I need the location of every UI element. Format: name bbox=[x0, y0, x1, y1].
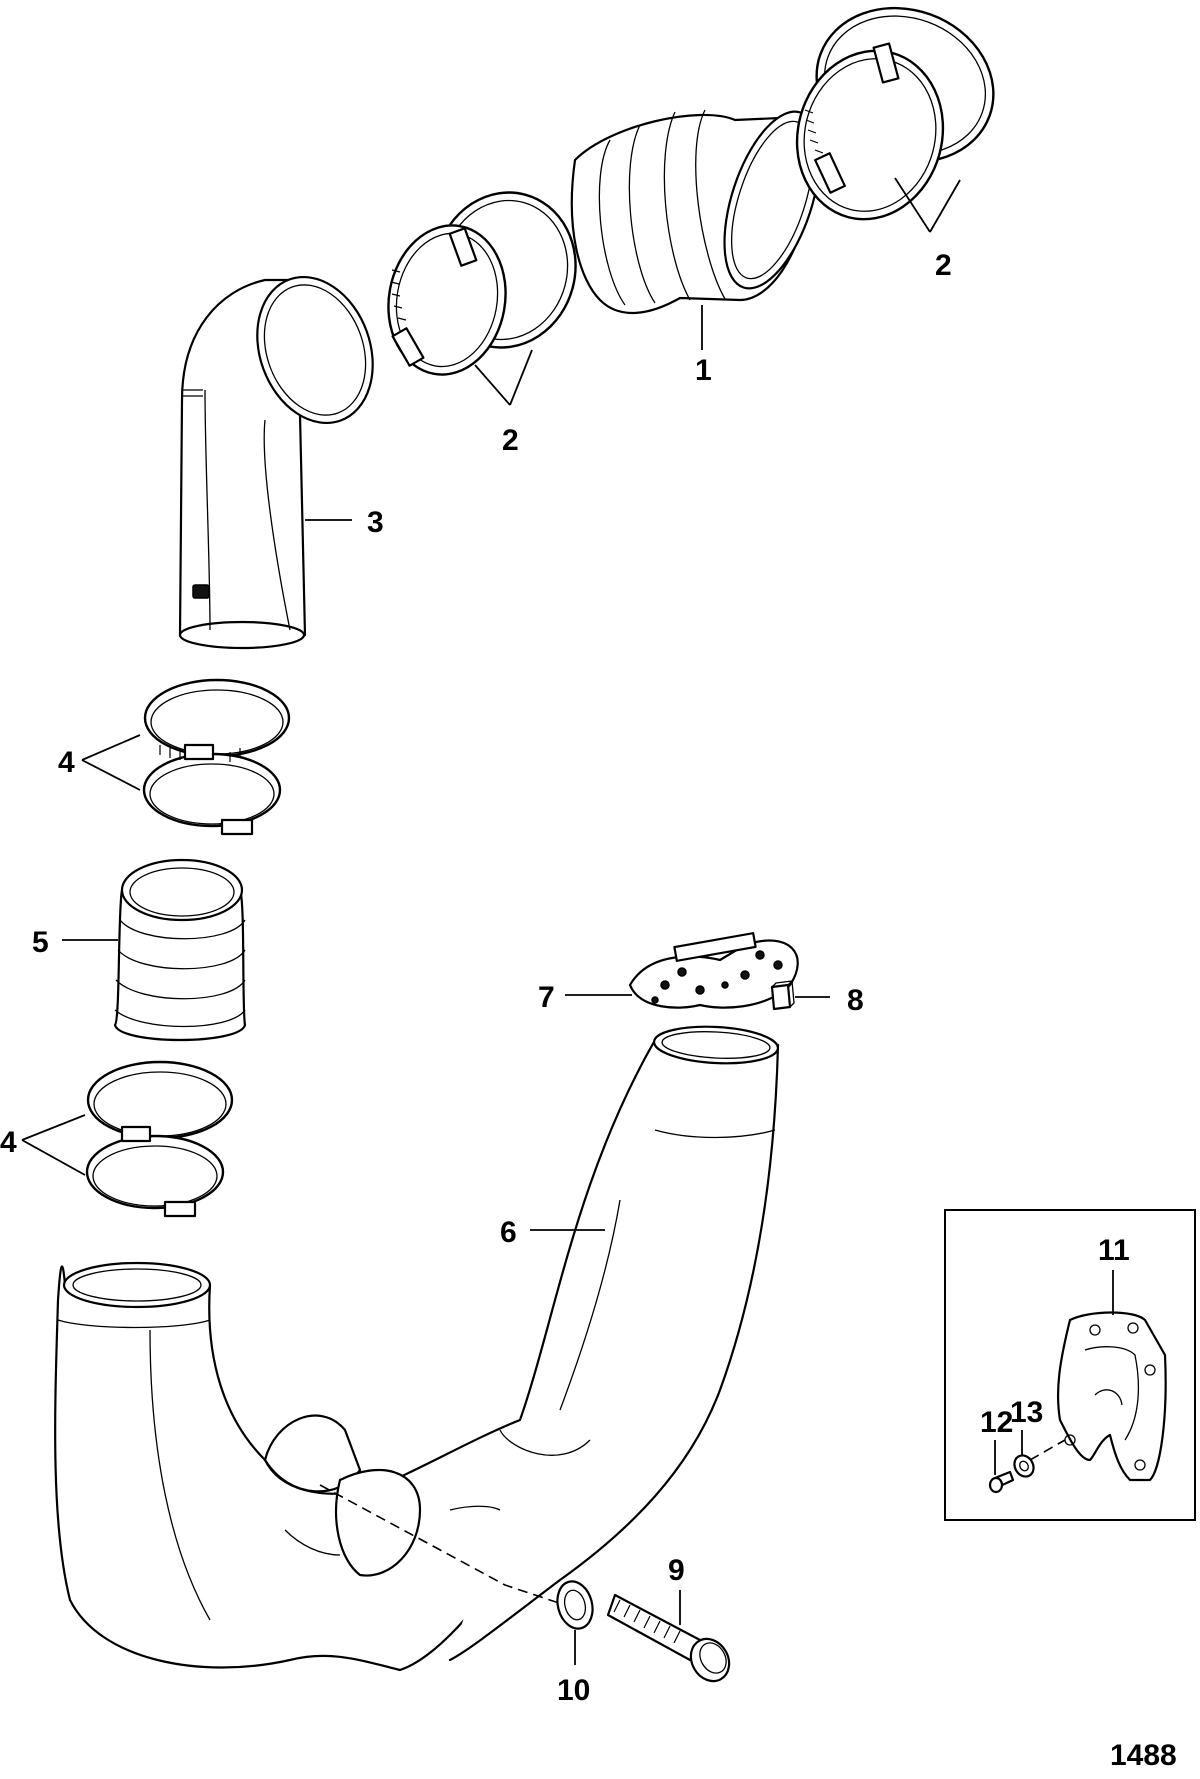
part-9-bolt bbox=[606, 1593, 731, 1683]
callout-6: 6 bbox=[500, 1216, 517, 1249]
part-2-clamps-upper-right bbox=[795, 6, 995, 221]
callout-3: 3 bbox=[367, 506, 384, 539]
callout-1: 1 bbox=[695, 354, 712, 387]
part-7-flapper-valve bbox=[628, 932, 799, 1009]
callout-7: 7 bbox=[538, 981, 555, 1014]
part-6-y-pipe bbox=[54, 1025, 780, 1672]
part-2-clamps-middle bbox=[387, 191, 577, 376]
leader-lines bbox=[21, 177, 1114, 1665]
callout-5: 5 bbox=[32, 926, 49, 959]
callout-4-lower: 4 bbox=[0, 1126, 17, 1159]
part-8-small-block bbox=[770, 980, 795, 1011]
callout-9: 9 bbox=[668, 1554, 685, 1587]
part-1-bellows bbox=[570, 109, 821, 314]
part-10-washer bbox=[556, 1580, 594, 1630]
callout-10: 10 bbox=[557, 1674, 590, 1707]
callout-2-middle: 2 bbox=[502, 424, 519, 457]
figure-number: 1488 bbox=[1110, 1739, 1177, 1772]
callout-11: 11 bbox=[1098, 1234, 1130, 1267]
part-3-elbow-pipe bbox=[178, 275, 374, 650]
callout-13: 13 bbox=[1010, 1396, 1043, 1429]
part-4-clamps-lower bbox=[85, 1060, 234, 1218]
callout-2-upper: 2 bbox=[935, 249, 952, 282]
callout-4-upper: 4 bbox=[58, 746, 75, 779]
callout-12: 12 bbox=[980, 1406, 1013, 1439]
part-5-bellows-coupling bbox=[113, 858, 247, 1042]
inset-detail-box bbox=[944, 1209, 1196, 1521]
callout-labels: 1 2 2 3 4 5 4 6 7 8 9 10 11 12 13 1488 bbox=[0, 249, 1177, 1772]
callout-8: 8 bbox=[847, 984, 864, 1017]
part-4-clamps-upper bbox=[142, 678, 291, 836]
